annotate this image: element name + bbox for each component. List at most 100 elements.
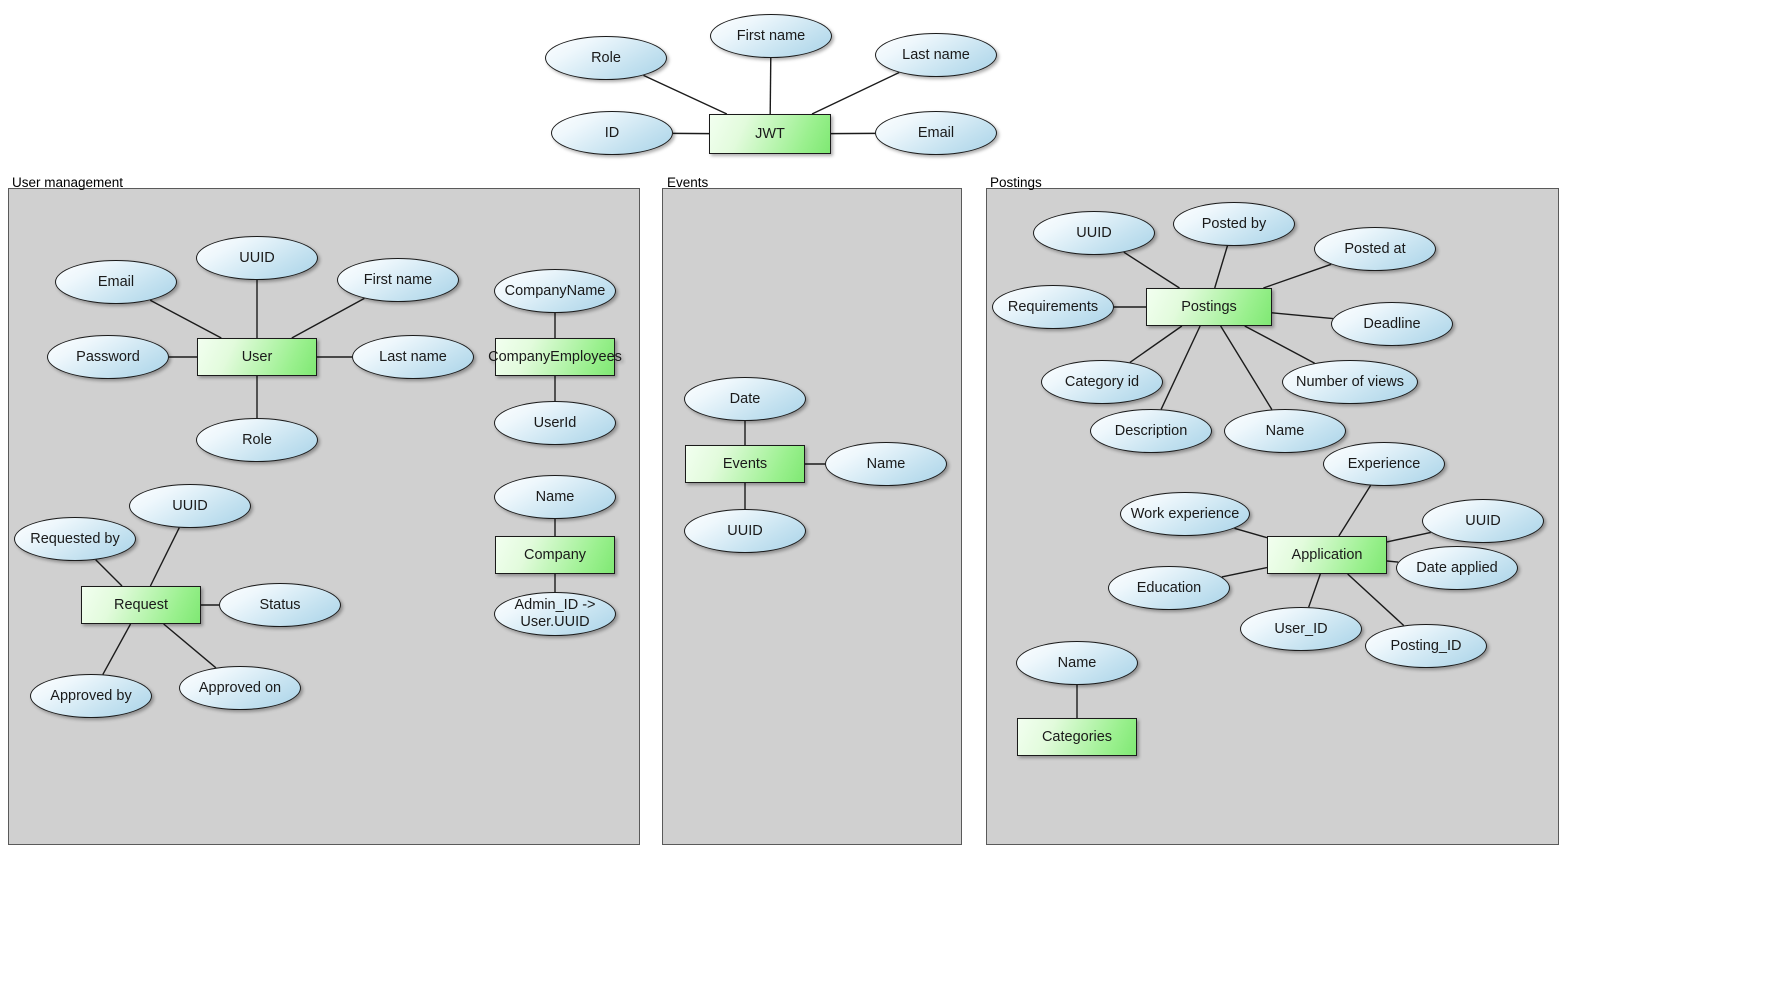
- attribute-post-uuid[interactable]: UUID: [1033, 211, 1155, 255]
- node-label: Role: [591, 49, 621, 66]
- attribute-app-workexp[interactable]: Work experience: [1120, 492, 1250, 536]
- attribute-events-name[interactable]: Name: [825, 442, 947, 486]
- attribute-ce-companyname[interactable]: CompanyName: [494, 269, 616, 313]
- attribute-app-userid[interactable]: User_ID: [1240, 607, 1362, 651]
- attribute-app-postingid[interactable]: Posting_ID: [1365, 624, 1487, 668]
- attribute-user-email[interactable]: Email: [55, 260, 177, 304]
- node-label: Name: [866, 455, 906, 472]
- node-label: Name: [1265, 422, 1305, 439]
- attribute-app-uuid[interactable]: UUID: [1422, 499, 1544, 543]
- attribute-post-description[interactable]: Description: [1090, 409, 1212, 453]
- attribute-cat-name[interactable]: Name: [1016, 641, 1138, 685]
- attribute-ce-userid[interactable]: UserId: [494, 401, 616, 445]
- node-label: Last name: [379, 348, 447, 365]
- node-label: Email: [917, 124, 955, 141]
- node-label: CompanyName: [504, 282, 606, 299]
- attribute-app-education[interactable]: Education: [1108, 566, 1230, 610]
- attribute-post-postedby[interactable]: Posted by: [1173, 202, 1295, 246]
- group-label-events: Events: [667, 175, 709, 190]
- entity-request[interactable]: Request: [81, 586, 201, 624]
- attribute-events-date[interactable]: Date: [684, 377, 806, 421]
- node-label: UUID: [172, 497, 208, 514]
- node-label: First name: [736, 27, 806, 44]
- attribute-company-adminid[interactable]: Admin_ID -> User.UUID: [494, 592, 616, 636]
- node-label: UUID: [1076, 224, 1112, 241]
- node-label: Status: [259, 596, 301, 613]
- node-label: Request: [113, 596, 168, 613]
- node-label: UUID: [239, 249, 275, 266]
- entity-company[interactable]: Company: [495, 536, 615, 574]
- attribute-jwt-id[interactable]: ID: [551, 111, 673, 155]
- attribute-app-experience[interactable]: Experience: [1323, 442, 1445, 486]
- attribute-user-uuid[interactable]: UUID: [196, 236, 318, 280]
- edge-jwt-lastname-to-jwt: [811, 71, 900, 115]
- node-label: User_ID: [1274, 620, 1328, 637]
- node-label: CompanyEmployees: [488, 348, 622, 365]
- node-label: Events: [722, 455, 768, 472]
- attribute-user-role[interactable]: Role: [196, 418, 318, 462]
- node-label: Email: [97, 273, 135, 290]
- node-label: User: [241, 348, 273, 365]
- attribute-post-categoryid[interactable]: Category id: [1041, 360, 1163, 404]
- attribute-user-firstname[interactable]: First name: [337, 258, 459, 302]
- entity-user[interactable]: User: [197, 338, 317, 376]
- node-label: ID: [604, 124, 620, 141]
- attribute-user-password[interactable]: Password: [47, 335, 169, 379]
- entity-companyemployees[interactable]: CompanyEmployees: [488, 338, 622, 376]
- attribute-jwt-email[interactable]: Email: [875, 111, 997, 155]
- entity-postings[interactable]: Postings: [1146, 288, 1272, 326]
- attribute-app-dateapplied[interactable]: Date applied: [1396, 546, 1518, 590]
- node-label: Work experience: [1130, 505, 1240, 522]
- edge-jwt-role-to-jwt: [643, 74, 728, 115]
- attribute-req-uuid[interactable]: UUID: [129, 484, 251, 528]
- attribute-post-views[interactable]: Number of views: [1282, 360, 1418, 404]
- attribute-post-deadline[interactable]: Deadline: [1331, 302, 1453, 346]
- node-label: Date: [729, 390, 761, 407]
- node-label: First name: [363, 271, 433, 288]
- attribute-events-uuid[interactable]: UUID: [684, 509, 806, 553]
- attribute-company-name[interactable]: Name: [494, 475, 616, 519]
- attribute-req-approvedby[interactable]: Approved by: [30, 674, 152, 718]
- node-label: Posted at: [1344, 240, 1406, 257]
- node-label: Description: [1114, 422, 1188, 439]
- entity-events[interactable]: Events: [685, 445, 805, 483]
- attribute-post-requirements[interactable]: Requirements: [992, 285, 1114, 329]
- attribute-post-postedat[interactable]: Posted at: [1314, 227, 1436, 271]
- attribute-jwt-lastname[interactable]: Last name: [875, 33, 997, 77]
- node-label: Admin_ID -> User.UUID: [514, 597, 596, 630]
- group-label-user-management: User management: [12, 175, 124, 190]
- node-label: Last name: [902, 46, 970, 63]
- node-label: Deadline: [1363, 315, 1421, 332]
- node-label: Password: [76, 348, 140, 365]
- node-label: Postings: [1181, 298, 1237, 315]
- attribute-req-approvedon[interactable]: Approved on: [179, 666, 301, 710]
- attribute-user-lastname[interactable]: Last name: [352, 335, 474, 379]
- node-label: Approved on: [198, 679, 282, 696]
- attribute-post-name[interactable]: Name: [1224, 409, 1346, 453]
- attribute-jwt-role[interactable]: Role: [545, 36, 667, 80]
- entity-jwt[interactable]: JWT: [709, 114, 831, 154]
- node-label: Approved by: [50, 687, 132, 704]
- node-label: Application: [1291, 546, 1363, 563]
- attribute-req-requestedby[interactable]: Requested by: [14, 517, 136, 561]
- entity-application[interactable]: Application: [1267, 536, 1387, 574]
- node-label: UUID: [727, 522, 763, 539]
- node-label: Role: [242, 431, 272, 448]
- node-label: Name: [535, 488, 575, 505]
- attribute-jwt-firstname[interactable]: First name: [710, 14, 832, 58]
- entity-categories[interactable]: Categories: [1017, 718, 1137, 756]
- edge-jwt-firstname-to-jwt: [769, 57, 772, 115]
- node-label: Experience: [1347, 455, 1421, 472]
- node-label: Posted by: [1201, 215, 1267, 232]
- node-label: Requested by: [30, 530, 120, 547]
- attribute-req-status[interactable]: Status: [219, 583, 341, 627]
- node-label: Date applied: [1416, 559, 1498, 576]
- node-label: JWT: [755, 125, 785, 142]
- node-label: Education: [1136, 579, 1202, 596]
- group-label-postings: Postings: [990, 175, 1042, 190]
- node-label: Name: [1057, 654, 1097, 671]
- node-label: Requirements: [1007, 298, 1099, 315]
- node-label: Company: [523, 546, 587, 563]
- node-label: Number of views: [1296, 373, 1404, 390]
- node-label: UUID: [1465, 512, 1501, 529]
